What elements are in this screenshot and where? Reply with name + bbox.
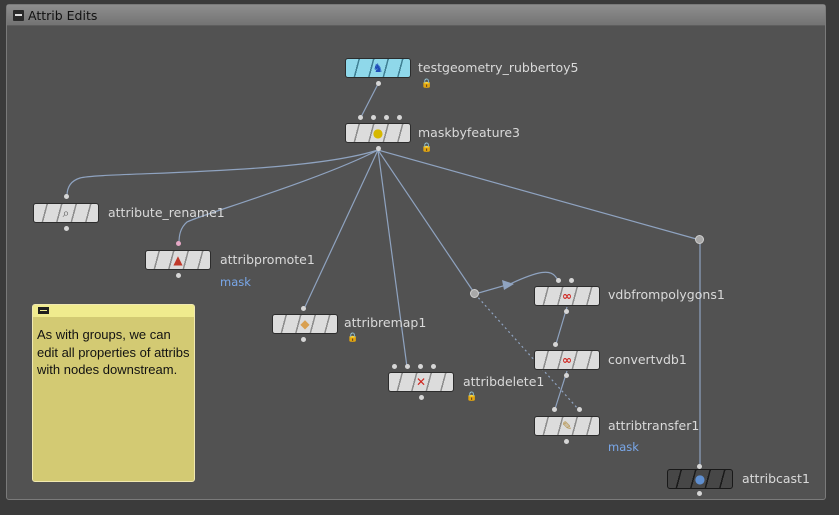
wire-elbow-dot[interactable] xyxy=(470,289,479,298)
wire-maskbyfeature-attribdelete xyxy=(377,149,408,368)
input-connector[interactable] xyxy=(301,306,306,311)
vdb-icon: ∞ xyxy=(562,289,572,303)
node-sublabel: mask xyxy=(220,275,251,289)
output-connector[interactable] xyxy=(564,309,569,314)
sticky-collapse-button[interactable] xyxy=(38,307,49,314)
input-connector[interactable] xyxy=(697,464,702,469)
wire-arrow xyxy=(502,280,514,290)
node-label[interactable]: testgeometry_rubbertoy5 xyxy=(418,60,579,75)
node-label[interactable]: attribdelete1 xyxy=(463,374,545,389)
output-connector[interactable] xyxy=(564,439,569,444)
cast-icon: ● xyxy=(694,472,706,486)
node-label[interactable]: attribcast1 xyxy=(742,471,810,486)
output-connector[interactable] xyxy=(697,491,702,496)
node-label[interactable]: attribute_rename1 xyxy=(108,205,225,220)
node-vdbfrompolygons[interactable]: ∞ xyxy=(534,286,600,306)
node-label[interactable]: attribpromote1 xyxy=(220,252,315,267)
duck-icon: ● xyxy=(372,126,384,140)
input-connector[interactable] xyxy=(358,115,363,120)
network-box-title: Attrib Edits xyxy=(28,7,98,23)
output-connector[interactable] xyxy=(64,226,69,231)
remap-icon: ◆ xyxy=(300,317,310,331)
output-connector[interactable] xyxy=(301,337,306,342)
network-box-header[interactable]: Attrib Edits xyxy=(7,5,825,26)
input-connector[interactable] xyxy=(176,241,181,246)
promote-icon: ▲ xyxy=(173,253,183,267)
input-connector[interactable] xyxy=(431,364,436,369)
lock-icon: 🔒 xyxy=(421,79,433,89)
node-sublabel: mask xyxy=(608,440,639,454)
sticky-note[interactable]: As with groups, we can edit all properti… xyxy=(32,304,195,482)
output-connector[interactable] xyxy=(376,146,381,151)
output-connector[interactable] xyxy=(564,373,569,378)
node-convertvdb[interactable]: ∞ xyxy=(534,350,600,370)
node-attribdelete[interactable]: ✕ xyxy=(388,372,454,392)
delete-x-icon: ✕ xyxy=(415,375,427,389)
input-connector[interactable] xyxy=(392,364,397,369)
node-label[interactable]: convertvdb1 xyxy=(608,352,687,367)
wire-maskbyfeature-elbow-vdb xyxy=(377,149,476,295)
sticky-note-text[interactable]: As with groups, we can edit all properti… xyxy=(37,327,190,377)
input-connector[interactable] xyxy=(577,407,582,412)
sticky-note-header[interactable] xyxy=(33,305,194,317)
output-connector[interactable] xyxy=(176,273,181,278)
input-connector[interactable] xyxy=(553,342,558,347)
input-connector[interactable] xyxy=(418,364,423,369)
input-connector[interactable] xyxy=(64,194,69,199)
wire-maskbyfeature-elbow-cast xyxy=(377,149,701,241)
wire-elbow-attribtransfer-dashed xyxy=(474,293,580,411)
node-attribremap[interactable]: ◆ xyxy=(272,314,338,334)
lock-icon: 🔒 xyxy=(421,143,433,153)
vdb-icon: ∞ xyxy=(562,353,572,367)
output-connector[interactable] xyxy=(376,81,381,86)
node-label[interactable]: maskbyfeature3 xyxy=(418,125,521,140)
transfer-icon: ✎ xyxy=(561,419,573,433)
node-attribtransfer[interactable]: ✎ xyxy=(534,416,600,436)
node-label[interactable]: attribremap1 xyxy=(344,315,427,330)
lock-icon: 🔒 xyxy=(466,392,478,402)
input-connector[interactable] xyxy=(371,115,376,120)
input-connector[interactable] xyxy=(556,278,561,283)
node-label[interactable]: attribtransfer1 xyxy=(608,418,700,433)
wire-maskbyfeature-attribpromote xyxy=(178,149,379,244)
input-connector[interactable] xyxy=(569,278,574,283)
input-connector[interactable] xyxy=(552,407,557,412)
wire-maskbyfeature-attribremap xyxy=(303,149,379,310)
node-attribpromote[interactable]: ▲ xyxy=(145,250,211,270)
lock-icon: 🔒 xyxy=(347,333,359,343)
input-connector[interactable] xyxy=(397,115,402,120)
rubbertoy-icon: ♞ xyxy=(372,61,384,75)
collapse-button[interactable] xyxy=(13,9,24,21)
output-connector[interactable] xyxy=(419,395,424,400)
node-testgeometry-rubbertoy[interactable]: ♞ xyxy=(345,58,411,78)
wire-maskbyfeature-attribute-rename xyxy=(66,149,379,197)
wire-testgeometry-maskbyfeature xyxy=(360,83,379,118)
input-connector[interactable] xyxy=(405,364,410,369)
tag-icon: ⌕ xyxy=(62,206,70,220)
node-maskbyfeature[interactable]: ● xyxy=(345,123,411,143)
input-connector[interactable] xyxy=(384,115,389,120)
node-label[interactable]: vdbfrompolygons1 xyxy=(608,287,725,302)
node-attribcast[interactable]: ● xyxy=(667,469,733,489)
node-attribute-rename[interactable]: ⌕ xyxy=(33,203,99,223)
wire-elbow-dot[interactable] xyxy=(695,235,704,244)
